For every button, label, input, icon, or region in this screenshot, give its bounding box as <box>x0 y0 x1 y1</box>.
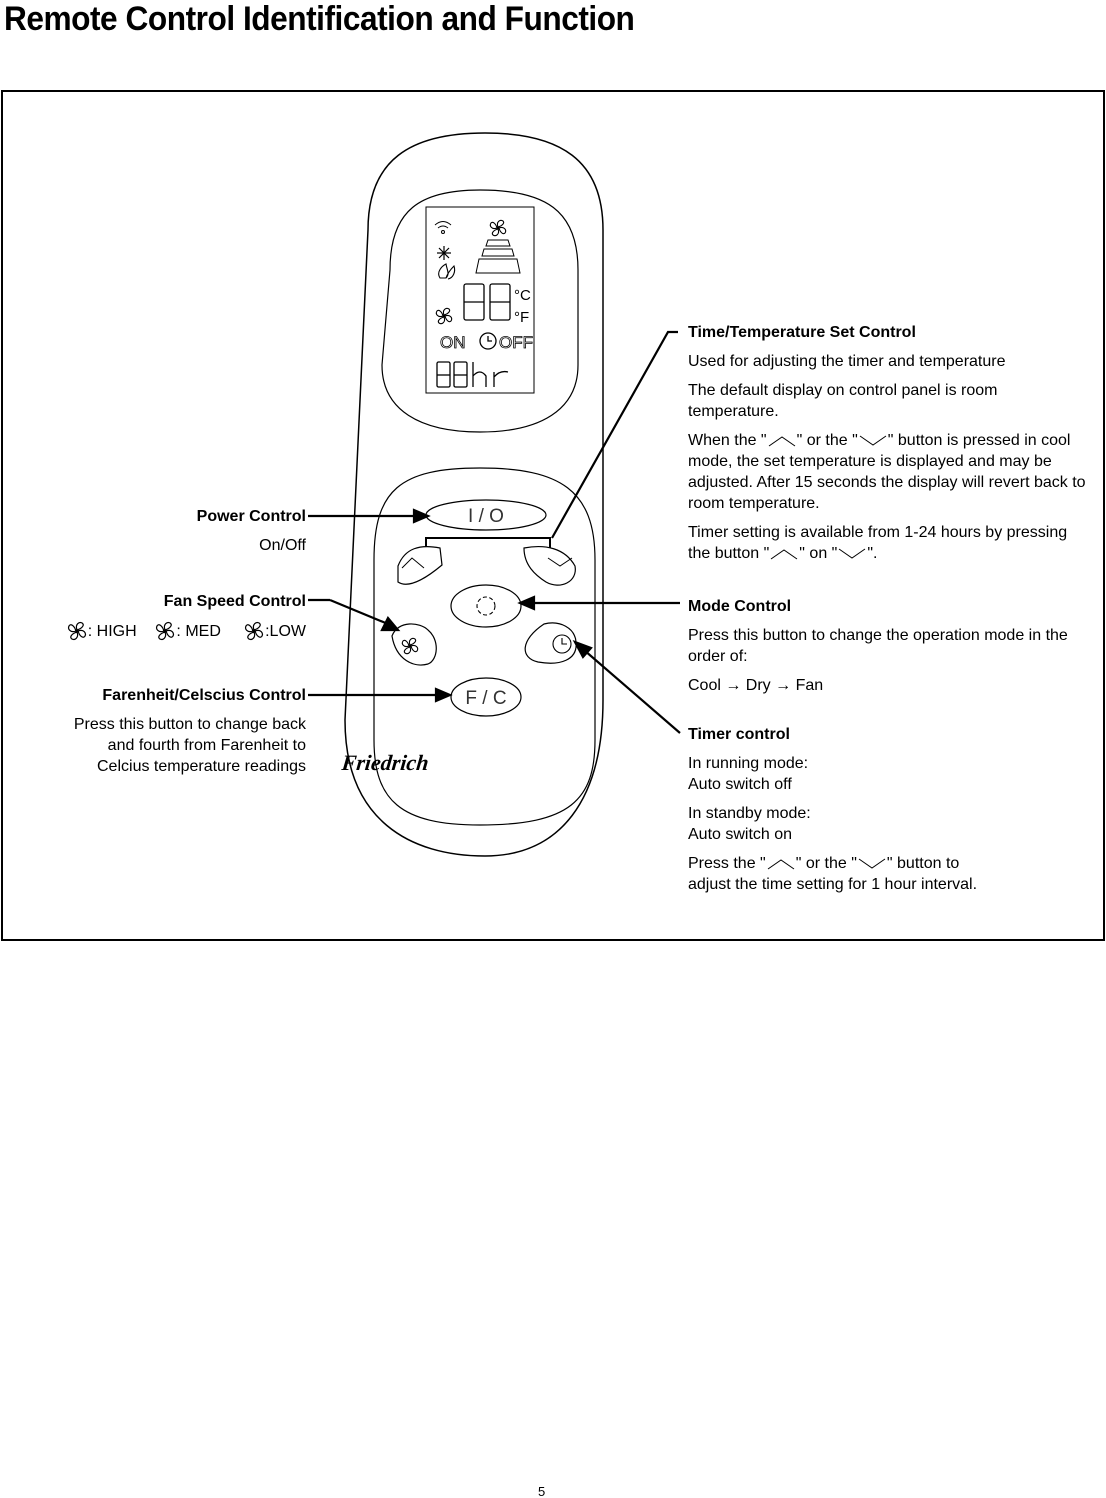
timer-heading: Timer control <box>688 726 790 743</box>
lcd-on-label: ON <box>440 333 466 352</box>
fan-high-label: : HIGH <box>87 623 137 640</box>
mode-callout: Mode Control Press this button to change… <box>688 596 1088 704</box>
up-arrow-icon <box>771 549 798 560</box>
text-fragment: " or the " <box>795 855 857 872</box>
fan-med-label: : MED <box>176 623 221 640</box>
text-fragment: When the " <box>688 432 767 449</box>
time-temp-callout: Time/Temperature Set Control Used for ad… <box>688 322 1088 572</box>
lcd-screen <box>425 206 535 394</box>
up-arrow-icon <box>401 557 425 569</box>
mode-line1: Press this button to change the operatio… <box>688 627 1068 665</box>
text-fragment: adjust the time setting for 1 hour inter… <box>688 876 978 893</box>
text-fragment: " button is pressed in cool mode, the se… <box>688 432 1086 512</box>
up-arrow-icon <box>768 436 795 447</box>
fan-heading: Fan Speed Control <box>163 593 306 610</box>
fan-button-icon <box>401 637 419 655</box>
celsius-label: °C <box>514 287 531 304</box>
text-fragment: Celcius temperature readings <box>97 758 306 775</box>
fc-button-label: F / C <box>465 688 506 709</box>
brand-logo: Friedrich <box>340 750 430 775</box>
page-title: Remote Control Identification and Functi… <box>4 0 635 38</box>
down-arrow-icon <box>859 435 887 446</box>
snowflake-icon <box>437 246 451 260</box>
down-arrow-icon <box>547 557 573 567</box>
power-callout: Power Control On/Off <box>16 506 306 564</box>
leader-timer <box>583 649 681 734</box>
signal-icon <box>434 221 452 234</box>
down-button <box>523 545 576 586</box>
fan-callout: Fan Speed Control : HIGH : MED :LOW <box>16 591 306 650</box>
text-fragment: Press the " <box>688 855 766 872</box>
text-fragment: Auto switch off <box>688 776 792 793</box>
down-arrow-icon <box>858 858 886 869</box>
text-fragment: ". <box>867 545 878 562</box>
fan-speed-bars <box>475 239 521 274</box>
lcd-digits <box>463 283 511 321</box>
text-fragment: " or the " <box>796 432 858 449</box>
text-fragment: In standby mode: <box>688 805 811 822</box>
text-fragment: In running mode: <box>688 755 809 772</box>
leader-fan <box>329 598 389 626</box>
fan-speeds: : HIGH : MED :LOW <box>16 620 306 642</box>
power-line1: On/Off <box>259 537 306 554</box>
time-temp-line1: Used for adjusting the timer and tempera… <box>688 353 1006 370</box>
text-fragment: Timer setting is available from 1-24 hou… <box>688 524 1068 562</box>
fc-button <box>450 677 522 717</box>
mode-line2: Cool → Dry → Fan <box>688 677 824 694</box>
time-temp-line3: When the " " or the "" button is pressed … <box>688 430 1088 514</box>
timer-line2: In standby mode: Auto switch on <box>688 803 1088 845</box>
lcd-clock-icon <box>479 332 497 350</box>
timer-clock-icon <box>552 634 572 654</box>
text-fragment: " on " <box>799 545 838 562</box>
fc-text: Press this button to change back and four… <box>16 714 306 777</box>
fan-low-icon <box>245 622 264 640</box>
diagram-frame <box>1 90 1105 941</box>
fc-heading: Farenheit/Celscius Control <box>102 687 306 704</box>
up-down-bracket <box>425 537 551 553</box>
lcd-fan-icon <box>489 219 507 237</box>
fan-button <box>391 623 437 666</box>
timer-callout: Timer control In running mode: Auto switc… <box>688 724 1088 903</box>
lcd-off-label: OFF <box>499 333 533 352</box>
down-arrow-icon <box>839 548 866 559</box>
time-temp-line2: The default display on control panel is … <box>688 382 998 420</box>
up-arrow-icon <box>767 859 795 870</box>
dry-icon <box>438 263 456 280</box>
time-temp-heading: Time/Temperature Set Control <box>688 324 916 341</box>
timer-line3: Press the " " or the " " button to adjust t… <box>688 853 1088 895</box>
power-heading: Power Control <box>196 508 306 525</box>
power-button-label: I / O <box>468 506 504 527</box>
fan-high-icon <box>67 622 86 640</box>
mode-heading: Mode Control <box>688 598 792 615</box>
text-fragment: Auto switch on <box>688 826 793 843</box>
timer-line1: In running mode: Auto switch off <box>688 753 1088 795</box>
up-button <box>397 545 443 585</box>
lcd-mode-fan-icon <box>435 307 453 325</box>
fan-med-icon <box>156 622 175 640</box>
mode-icon <box>476 596 496 616</box>
text-fragment: " button to <box>886 855 960 872</box>
mode-button <box>450 584 522 628</box>
leader-time-temp <box>551 330 678 539</box>
fan-low-label: :LOW <box>265 623 306 640</box>
text-fragment: and fourth from Farenheit to <box>107 737 306 754</box>
lcd-hours-digits <box>436 361 509 388</box>
text-fragment: Press this button to change back <box>73 716 306 733</box>
fahrenheit-label: °F <box>514 309 529 326</box>
page-number: 5 <box>538 1484 546 1498</box>
time-temp-line4: Timer setting is available from 1-24 hou… <box>688 522 1088 564</box>
fc-callout: Farenheit/Celscius Control Press this bu… <box>16 685 306 785</box>
